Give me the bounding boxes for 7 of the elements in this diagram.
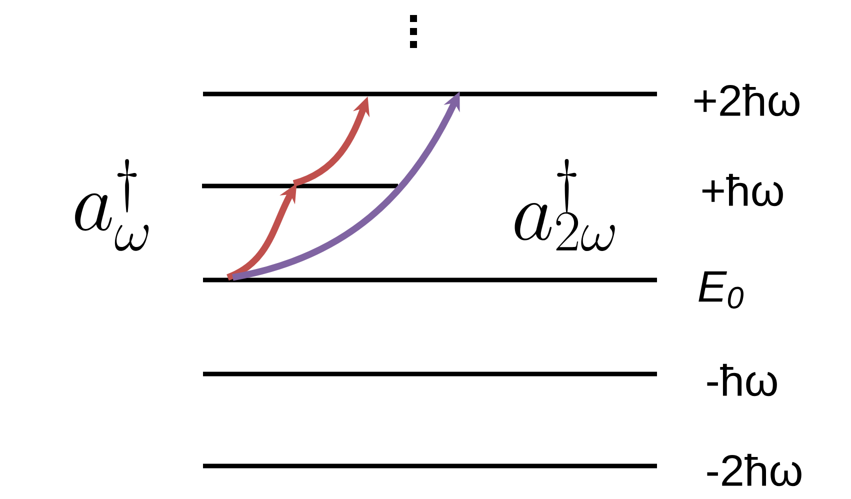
energy-label: E$_{0}$ — [698, 271, 744, 309]
energy-label: -ħω — [707, 364, 777, 396]
energy-label: +ħω — [702, 174, 783, 206]
energy-label: -2ħω — [707, 454, 802, 486]
operator-label: $a^{\dagger}_{2\omega}$ — [514, 158, 615, 251]
energy-label: +2ħω — [694, 84, 800, 116]
operator-label: $a^{\dagger}_{\omega}$ — [75, 159, 149, 251]
